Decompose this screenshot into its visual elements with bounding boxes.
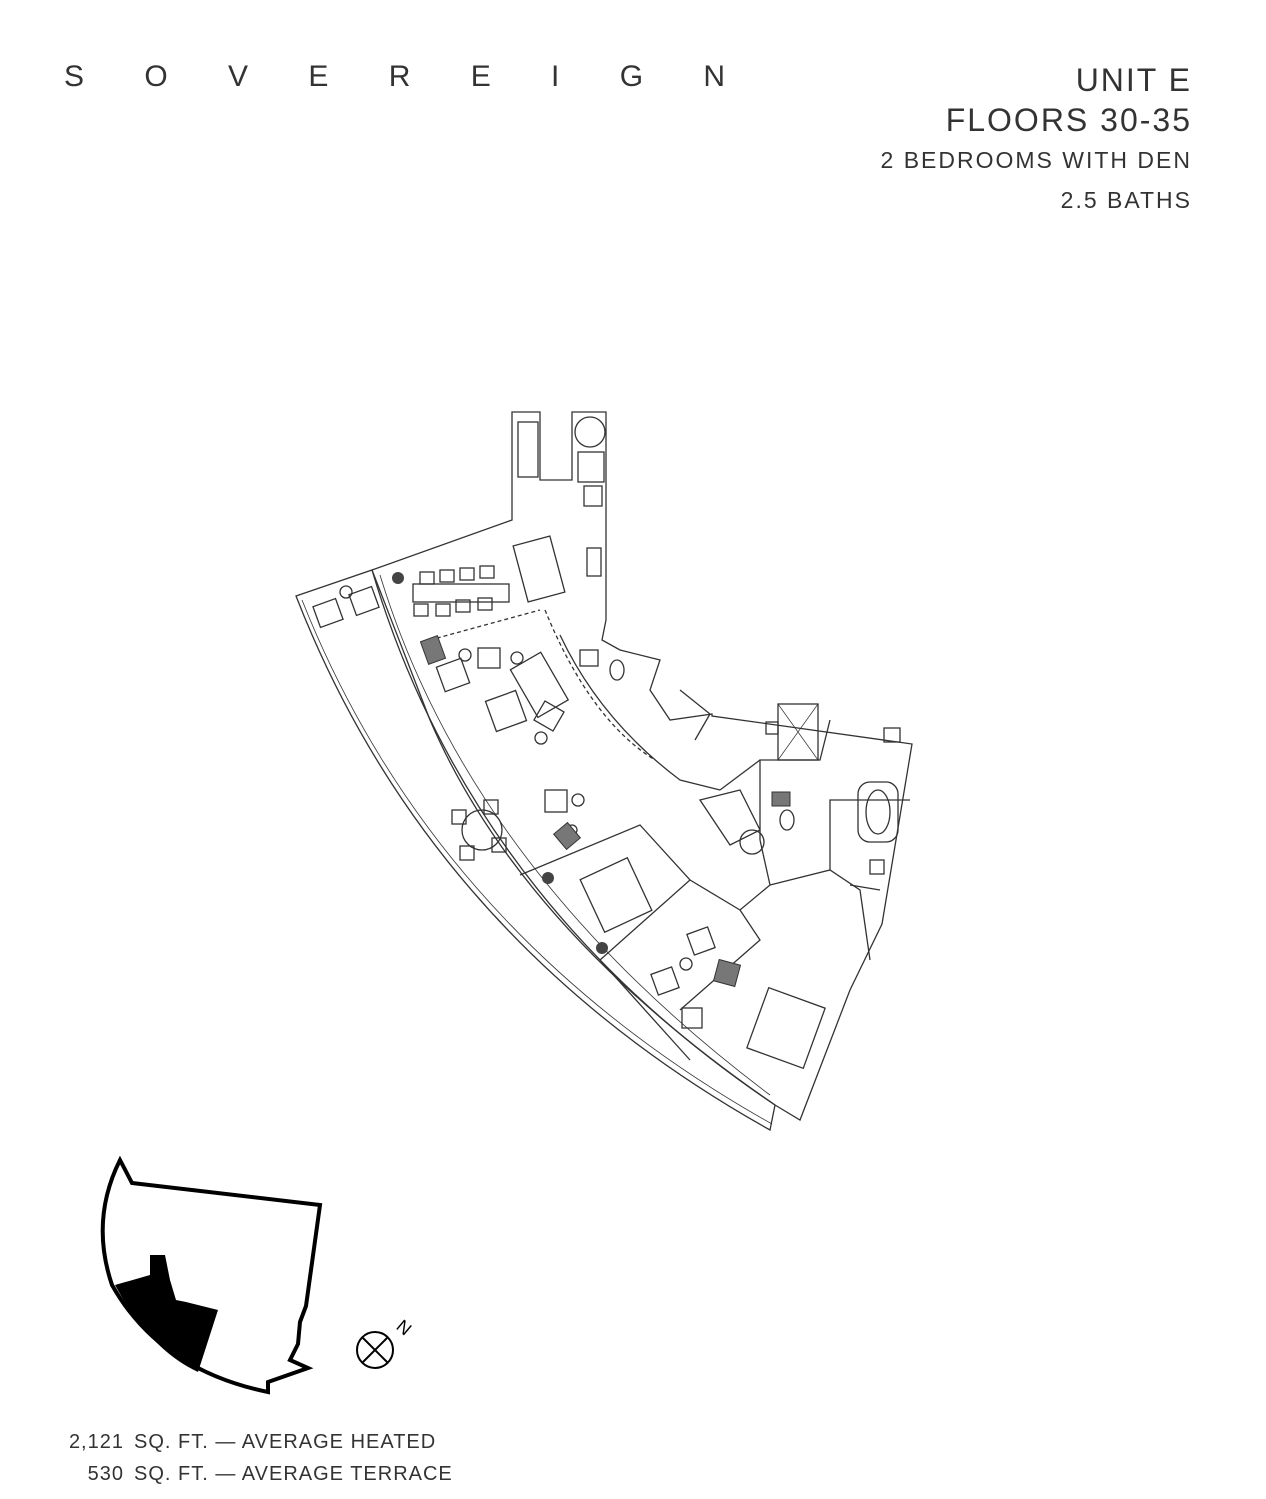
unit-highlight [115,1255,218,1372]
heated-area-label: SQ. FT. — AVERAGE HEATED [134,1431,437,1453]
unit-outline [371,411,913,1121]
terrace-area-label: SQ. FT. — AVERAGE TERRACE [134,1463,453,1485]
terrace-area-row: 530 SQ. FT. — AVERAGE TERRACE [64,1458,453,1490]
compass-icon: N [356,1316,416,1369]
terrace-area-value: 530 [87,1463,124,1485]
compass-north-label: N [393,1316,416,1340]
unit-baths: 2.5 BATHS [1060,187,1192,213]
building-outline [100,1155,323,1395]
heated-area-row: 2,121 SQ. FT. — AVERAGE HEATED [64,1426,453,1458]
unit-bedrooms: 2 BEDROOMS WITH DEN [880,147,1192,173]
heated-area-value: 2,121 [68,1431,124,1453]
unit-name: UNIT E [1075,62,1192,98]
area-stats: 2,121 SQ. FT. — AVERAGE HEATED 530 SQ. FT.… [64,1426,453,1490]
key-plan [100,1155,323,1395]
terrace-outline [295,569,776,1132]
unit-floors: FLOORS 30-35 [945,102,1192,138]
brand-logo: S O V E R E I G N [64,60,752,93]
unit-info: UNIT E FLOORS 30-35 2 BEDROOMS WITH DEN … [881,60,1192,220]
